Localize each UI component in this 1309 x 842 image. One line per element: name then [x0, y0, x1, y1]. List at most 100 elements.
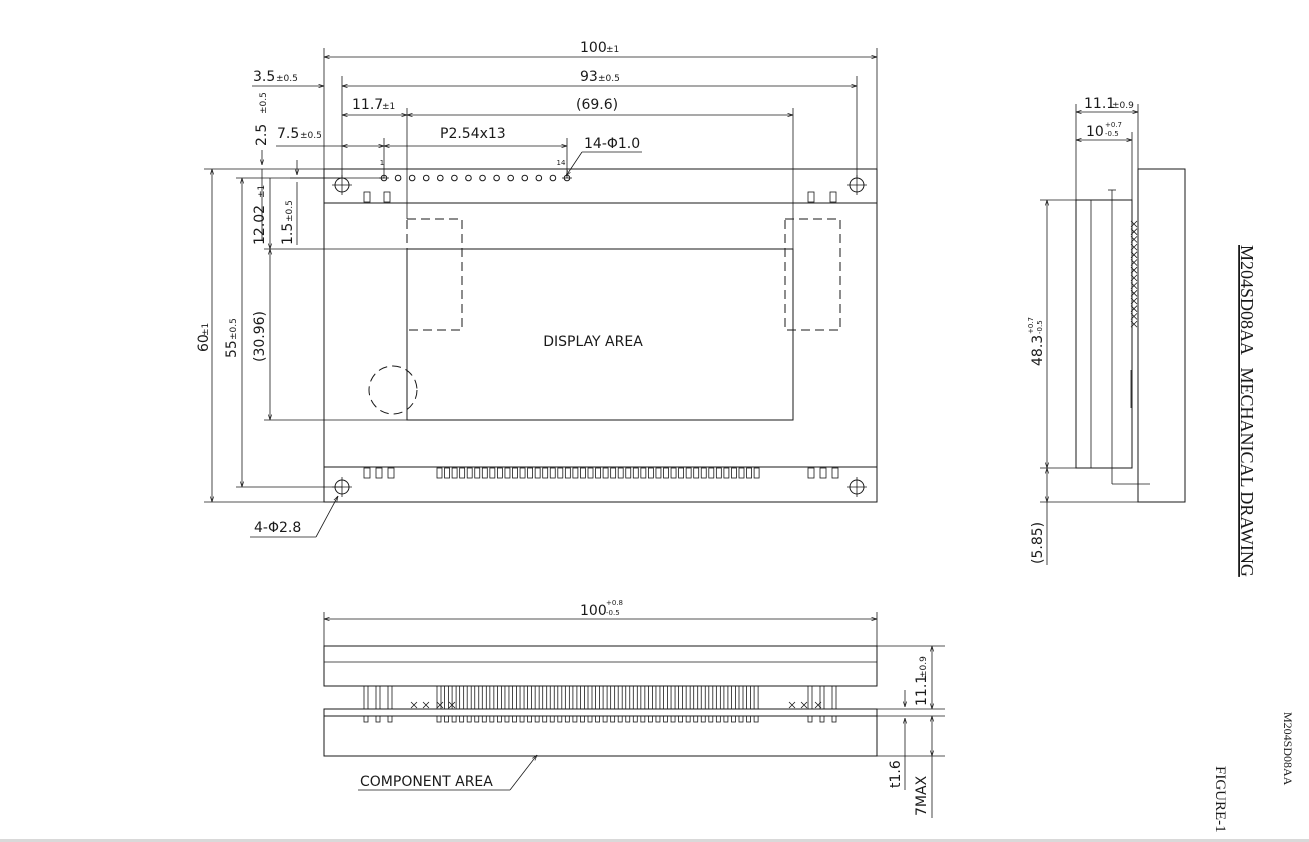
pin-tail: [723, 715, 729, 723]
pin-tail: [715, 715, 721, 723]
pin-tail: [489, 715, 495, 723]
doc-code: M204SD08AA: [1281, 712, 1295, 786]
bottom-glass: [323, 645, 878, 687]
pin-tail: [587, 715, 593, 723]
pin-tail: [753, 715, 759, 723]
pad: [693, 467, 700, 479]
dim-height-tol: ±1: [201, 323, 211, 336]
pad: [387, 467, 395, 479]
pad: [602, 467, 609, 479]
side-pin-markers: [1130, 220, 1138, 328]
pin-marker: [436, 701, 444, 709]
pin-tail: [693, 715, 699, 723]
pin-tail: [564, 715, 570, 723]
dim-view-top: 12.02: [252, 205, 268, 245]
pin-marker: [1130, 266, 1138, 274]
dim-pin1-top-tol: ±0.5: [259, 92, 269, 114]
pin-marker: [1130, 297, 1138, 305]
pin-hole: [493, 174, 500, 182]
pin-hole: [535, 174, 543, 182]
pad: [831, 467, 839, 479]
pin-holes: [379, 174, 572, 182]
dim-width-tol: ±1: [606, 45, 619, 55]
pin-marker: [1130, 290, 1138, 297]
display-area-label: DISPLAY AREA: [543, 334, 643, 350]
pad: [489, 467, 496, 479]
pin-marker: [788, 701, 796, 709]
pad: [625, 467, 632, 479]
pin-marker: [448, 701, 456, 709]
dim-pcb: t1.6: [888, 760, 904, 788]
pad: [496, 467, 503, 479]
pad: [481, 467, 488, 479]
dim-total-tol: ±0.9: [1112, 101, 1134, 111]
pin-tail: [663, 715, 668, 723]
pad: [595, 467, 601, 479]
dim-hole-offset-tol: ±0.5: [276, 74, 298, 84]
pin-marker: [1130, 220, 1138, 228]
mount-holes-label: 4-Φ2.8: [254, 520, 301, 536]
pin-tail: [731, 715, 736, 723]
dim-bottom-width-tol-plus: +0.8: [606, 599, 623, 607]
bottom-pcb: [323, 708, 878, 717]
pad: [459, 467, 466, 479]
pin-marker: [814, 701, 822, 709]
pad: [731, 467, 737, 479]
pad: [519, 467, 526, 479]
pad: [375, 467, 383, 479]
pad: [700, 467, 707, 479]
pin-tail: [678, 715, 683, 723]
component-area-label: COMPONENT AREA: [360, 774, 493, 790]
dim-bottom-width: 100: [580, 603, 607, 619]
pin-tail: [572, 715, 578, 723]
pad: [383, 191, 391, 203]
pin-hole: [507, 174, 514, 182]
dim-body-tol-minus: -0.5: [1105, 130, 1119, 138]
pin-tail: [549, 715, 555, 723]
pin-holes-leader: [566, 151, 583, 176]
pin-tail: [504, 715, 510, 723]
bottom-view: 100 +0.8 -0.5 11.1 ±0.9 t1.6 7MAX COMPON…: [323, 599, 945, 818]
pad: [451, 467, 458, 479]
pin-tail: [557, 715, 563, 723]
dim-height: 60: [196, 334, 212, 352]
pin-hole: [549, 174, 557, 182]
pad: [549, 467, 556, 479]
pin-tail: [670, 715, 676, 723]
pad: [504, 467, 511, 479]
pin-tail: [648, 715, 653, 723]
pin-tail: [602, 715, 608, 723]
pin-marker: [422, 701, 430, 709]
pin-tail: [610, 715, 616, 723]
dim-view-top-tol: ±1: [257, 185, 267, 198]
pad: [617, 467, 624, 479]
pad: [708, 467, 715, 479]
pin-14-label: 14: [557, 159, 566, 167]
pad: [829, 191, 837, 203]
pin-marker: [1130, 228, 1138, 235]
pin-tail: [580, 715, 585, 723]
pin-marker: [1130, 313, 1138, 320]
pin-tail: [496, 715, 502, 723]
pad: [746, 467, 752, 479]
pad: [466, 467, 473, 479]
pad: [527, 467, 533, 479]
pin-tail: [625, 715, 631, 723]
dim-pin1-hole: 7.5: [277, 126, 299, 142]
dim-pin-row-tol: ±0.5: [285, 200, 295, 222]
pin-hole: [408, 174, 416, 182]
pin-tail: [436, 715, 442, 723]
pad: [663, 467, 669, 479]
dim-pin1-top: 2.5: [254, 124, 270, 146]
pin-tail: [451, 715, 457, 723]
pin-hole: [465, 174, 472, 182]
pad: [678, 467, 684, 479]
pad: [564, 467, 571, 479]
pin-tail: [459, 715, 465, 723]
pin-tail: [481, 715, 487, 723]
component-circle: [368, 365, 418, 415]
pin-tail: [632, 715, 638, 723]
pin-tail: [738, 715, 744, 723]
pin-tail: [617, 715, 623, 723]
